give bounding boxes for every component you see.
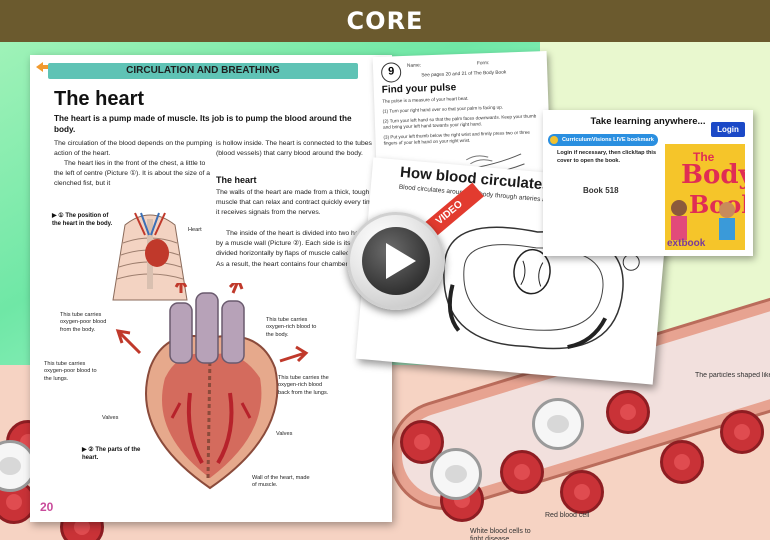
page-lead: The heart is a pump made of muscle. Its … [54,114,352,135]
video-sheet-circulation[interactable]: How blood circulates Blood circulates ar… [355,157,671,385]
activity-intro: The pulse is a measure of your heart bea… [382,95,469,104]
banner-title: CORE [346,7,424,35]
label-oxygen-poor-from-body: This tube carries oxygen-poor blood from… [60,312,107,333]
cell-label-particles: The particles shaped like d this picture… [695,372,770,379]
book-cover-book: Book [689,190,745,219]
caption-parts: ▶ ② The parts of the heart. [82,447,141,461]
back-arrow-icon [36,62,52,72]
label-oxygen-rich-back: This tube carries the oxygen-rich blood … [278,375,329,396]
form-label: Form: [476,61,490,67]
col2-subheading: The heart [216,175,257,185]
col2-paragraph-2: The walls of the heart are made from a t… [216,189,376,217]
col2-paragraph-1: is hollow inside. The heart is connected… [216,140,372,158]
play-button-face [362,227,430,295]
col1-paragraph-2: The heart lies in the front of the chest… [54,160,211,188]
live-bookmark-pill: CurriculumVisions LIVE bookmark [548,134,658,146]
red-blood-cell [400,420,444,464]
children-illustration [671,200,735,240]
book-cover-body: Body [681,160,745,190]
bookmark-instructions: Login if necessary, then click/tap this … [557,150,657,164]
body-book-cover[interactable]: The Body Book extbook [665,144,745,250]
label-heart: Heart [188,227,202,233]
chest-illustration [112,212,188,301]
red-blood-cell [560,470,604,514]
col1-paragraph-1: The circulation of the blood depends on … [54,140,213,158]
live-bookmark-card[interactable]: Take learning anywhere... Login Curricul… [543,110,753,256]
circulation-diagram [443,226,640,350]
label-wall-of-heart: Wall of the heart, made of muscle. [252,475,310,489]
label-valves-left: Valves [102,415,119,421]
activity-step-1: (1) Turn your right hand over so that yo… [382,104,504,114]
bookmark-title: Take learning anywhere... [590,116,706,127]
book-cover-tag: extbook [667,238,706,249]
activity-step-2: (2) Turn your left hand so that the palm… [382,113,537,130]
cell-label-red: Red blood cell [545,512,590,519]
activity-number: 9 [380,62,402,83]
label-oxygen-poor-to-lungs: This tube carries oxygen-poor blood to t… [44,361,97,382]
white-blood-cell [430,448,482,500]
see-pages: See pages 20 and 21 of The Body Book [421,70,507,79]
cell-label-white: White blood cells to fight disease [470,528,531,540]
white-blood-cell [532,398,584,450]
textbook-page-heart[interactable]: CIRCULATION AND BREATHING The heart The … [30,55,392,522]
book-reference: Book 518 [583,186,619,195]
login-button[interactable]: Login [711,122,745,137]
caption-position: ▶ ① The position of the heart in the bod… [52,213,113,227]
play-video-button[interactable] [347,212,445,310]
name-label: Name: [406,63,422,69]
section-tab: CIRCULATION AND BREATHING [48,63,358,79]
col2-paragraph-3: The inside of the heart is divided into … [216,230,373,268]
red-blood-cell [606,390,650,434]
label-oxygen-rich-to-body: This tube carries oxygen-rich blood to t… [266,317,317,338]
book-cover-the: The [693,150,715,164]
red-blood-cell [660,440,704,484]
bookmark-logo-icon [550,136,558,144]
heart-diagram [115,283,309,490]
label-valves-right: Valves [276,431,293,437]
page-title: The heart [54,88,145,110]
play-icon [386,243,416,279]
page-number: 20 [40,500,54,514]
red-blood-cell [500,450,544,494]
activity-title: Find your pulse [381,82,457,96]
live-bookmark-pill-label: CurriculumVisions LIVE bookmark [562,137,654,143]
top-banner: CORE [0,0,770,42]
red-blood-cell [720,410,764,454]
